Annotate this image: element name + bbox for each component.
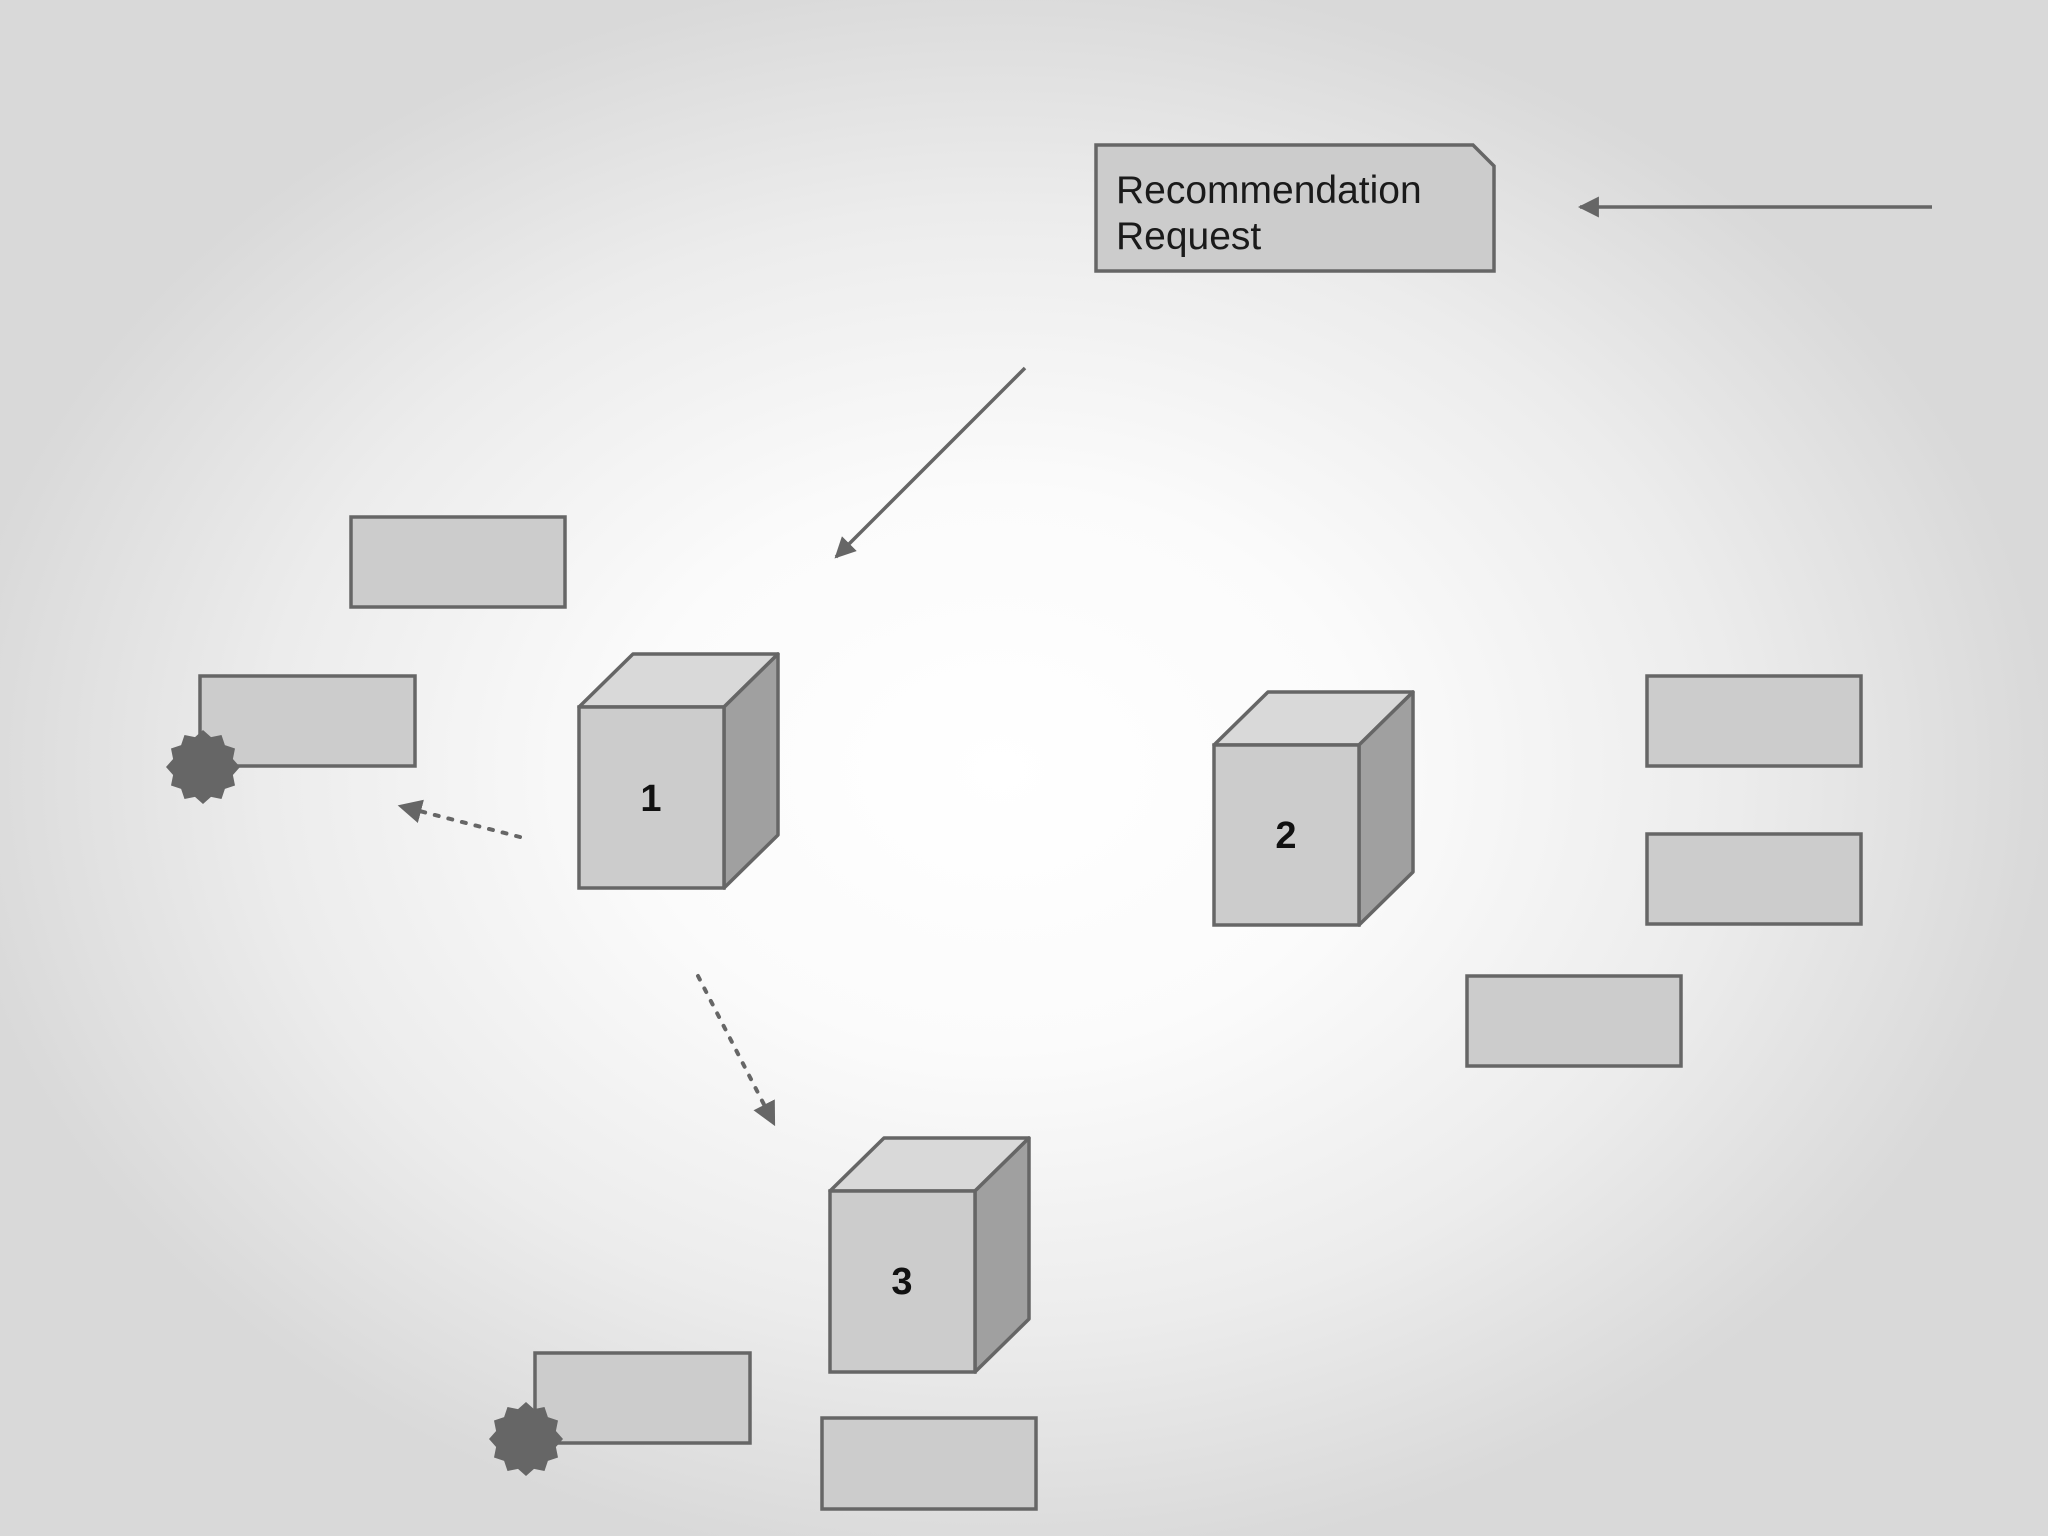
item-box-bottom-2[interactable] (820, 1416, 1038, 1511)
item-box-left-2[interactable] (198, 674, 417, 768)
item-box-right-3[interactable] (1465, 974, 1683, 1068)
cube-2[interactable]: 2 (1212, 690, 1415, 927)
cube-2-label: 2 (1275, 815, 1296, 857)
cube-1[interactable]: 1 (577, 652, 780, 890)
item-box-right-1[interactable] (1645, 674, 1863, 768)
starburst-badge-icon (166, 730, 240, 804)
starburst-badge-icon (489, 1402, 563, 1476)
cube-1-label: 1 (640, 778, 661, 820)
item-box-left-1[interactable] (349, 515, 567, 609)
item-box-bottom-1[interactable] (533, 1351, 752, 1445)
cube1-to-cube3-dotted-arrow (696, 974, 776, 1127)
cube-3-label: 3 (891, 1261, 912, 1303)
cube1-to-left-dotted-arrow (397, 799, 522, 839)
recommendation-request-node[interactable]: Recommendation Request (1094, 143, 1496, 273)
item-box-right-2[interactable] (1645, 832, 1863, 926)
request-to-cube1-arrow (834, 366, 1027, 559)
request-node-line1: Recommendation (1116, 169, 1422, 212)
request-node-line2: Request (1116, 215, 1261, 258)
cube-3[interactable]: 3 (828, 1136, 1031, 1374)
